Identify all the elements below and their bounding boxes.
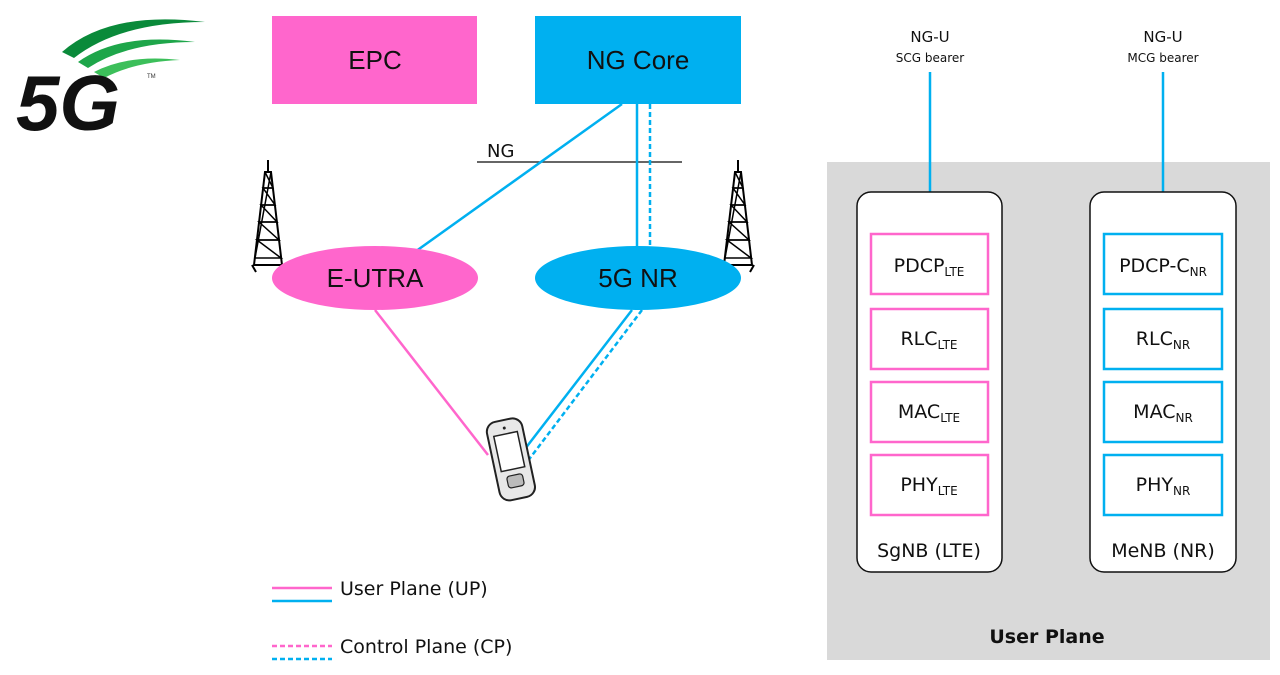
eutra-ue-link (374, 309, 489, 456)
layer-base: RLC (900, 328, 937, 350)
nr-ue-up-link (517, 309, 633, 459)
epc-box: EPC (272, 16, 477, 104)
logo-text: 5G (16, 59, 120, 147)
layer-sub: NR (1176, 411, 1193, 425)
ue-phone-icon (485, 417, 536, 502)
svg-text:MACLTE: MACLTE (898, 401, 960, 425)
nr-node: 5G NR (535, 246, 741, 310)
layer-rlc-nr: RLCNR (1102, 307, 1224, 371)
layer-sub: NR (1173, 338, 1190, 352)
ng-core-box: NG Core (535, 16, 741, 104)
scg-bearer-name: NG-U (910, 28, 949, 46)
layer-phy-lte: PHYLTE (869, 453, 990, 517)
layer-sub: NR (1190, 265, 1207, 279)
layer-base: PHY (900, 474, 938, 496)
legend-control-plane-label: Control Plane (CP) (340, 636, 512, 658)
svg-text:RLCLTE: RLCLTE (900, 328, 957, 352)
ngcore-eutra-link (411, 102, 623, 256)
menb-stack: PDCP-CNR RLCNR MACNR PHYNR MeNB (NR) (1089, 191, 1237, 573)
eutra-label: E-UTRA (327, 263, 424, 293)
layer-rlc-lte: RLCLTE (869, 307, 990, 371)
svg-text:MACNR: MACNR (1133, 401, 1193, 425)
ng-interface-label: NG (487, 141, 514, 162)
layer-base: PDCP-C (1119, 255, 1190, 277)
legend: User Plane (UP) Control Plane (CP) (272, 578, 512, 661)
ng-interface: NG (477, 141, 682, 163)
nr-ue-cp-link (523, 309, 643, 467)
sgnb-stack: PDCPLTE RLCLTE MACLTE PHYLTE SgNB (LTE) (856, 191, 1003, 573)
svg-text:PDCPLTE: PDCPLTE (894, 255, 965, 279)
svg-text:PDCP-CNR: PDCP-CNR (1119, 255, 1207, 279)
layer-pdcp-c-nr: PDCP-CNR (1102, 232, 1224, 296)
layer-pdcp-lte: PDCPLTE (869, 232, 990, 296)
menb-node-label: MeNB (NR) (1111, 540, 1215, 562)
svg-text:RLCNR: RLCNR (1136, 328, 1190, 352)
ng-core-label: NG Core (587, 45, 690, 75)
layer-base: MAC (898, 401, 940, 423)
mcg-bearer: NG-U MCG bearer (1127, 28, 1199, 237)
layer-base: PDCP (894, 255, 945, 277)
layer-mac-lte: MACLTE (869, 380, 990, 444)
sgnb-node-label: SgNB (LTE) (877, 540, 981, 562)
svg-text:PHYLTE: PHYLTE (900, 474, 957, 498)
layer-mac-nr: MACNR (1102, 380, 1224, 444)
layer-sub: LTE (938, 338, 958, 352)
legend-user-plane-label: User Plane (UP) (340, 578, 488, 600)
nr-tower-icon (721, 159, 755, 273)
scg-bearer: NG-U SCG bearer (896, 28, 965, 237)
epc-label: EPC (348, 45, 401, 75)
svg-text:PHYNR: PHYNR (1136, 474, 1191, 498)
layer-sub: NR (1173, 484, 1190, 498)
layer-sub: LTE (940, 411, 960, 425)
layer-phy-nr: PHYNR (1102, 453, 1224, 517)
eutra-tower-icon (251, 159, 285, 273)
user-plane-title: User Plane (989, 626, 1104, 648)
layer-base: MAC (1133, 401, 1175, 423)
layer-base: PHY (1136, 474, 1174, 496)
mcg-bearer-type: MCG bearer (1127, 51, 1198, 65)
signal-arcs-icon (62, 19, 205, 78)
5g-logo: 5G TM (16, 19, 205, 147)
layer-sub: LTE (938, 484, 958, 498)
mcg-bearer-name: NG-U (1143, 28, 1182, 46)
logo-trademark: TM (147, 74, 156, 80)
layer-sub: LTE (944, 265, 964, 279)
layer-base: RLC (1136, 328, 1173, 350)
eutra-node: E-UTRA (272, 246, 478, 310)
scg-bearer-type: SCG bearer (896, 51, 965, 65)
nr-label: 5G NR (598, 263, 677, 293)
